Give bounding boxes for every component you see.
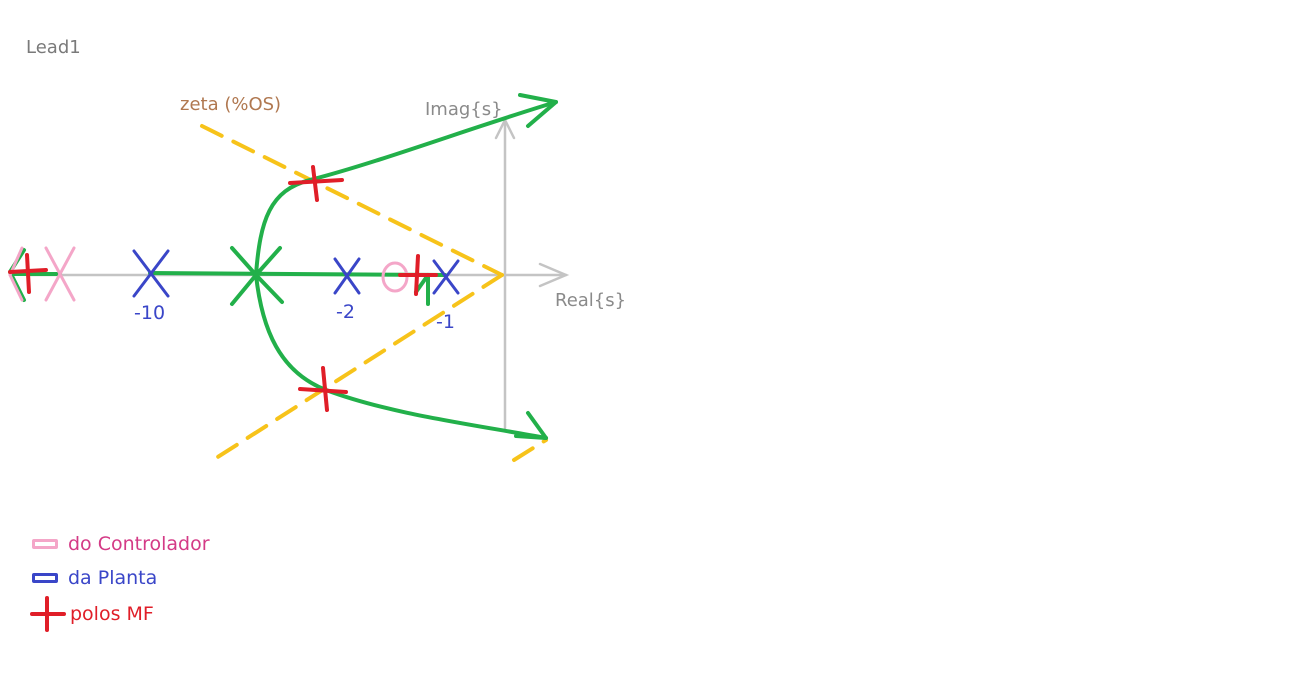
closed-loop-pole-marker xyxy=(288,165,344,202)
root-locus-branches xyxy=(10,100,558,440)
closed-loop-pole-marker xyxy=(298,366,348,412)
controller-pole-marker xyxy=(8,246,76,302)
legend-closed-loop-label: polos MF xyxy=(70,603,154,625)
plant-pole-marker xyxy=(132,249,170,298)
real-axis-label: Real{s} xyxy=(555,290,627,311)
tick-label-neg1: -1 xyxy=(436,311,455,333)
legend-item-closed-loop: polos MF xyxy=(70,603,154,625)
legend-controller-swatch xyxy=(32,539,58,549)
closed-loop-pole-marker xyxy=(8,253,48,294)
tick-label-neg2: -2 xyxy=(336,301,355,323)
legend-item-plant: da Planta xyxy=(32,567,157,589)
locus-arrowheads xyxy=(8,93,558,440)
legend-polos-mf-swatch xyxy=(30,596,66,632)
damping-line xyxy=(200,124,548,464)
plant-pole-marker xyxy=(432,259,460,295)
damping-label: zeta (%OS) xyxy=(180,94,282,115)
closed-loop-pole-marker xyxy=(398,254,438,296)
legend-controller-label: do Controlador xyxy=(68,533,210,555)
diagram-title: Lead1 xyxy=(26,37,81,58)
imag-axis-label: Imag{s} xyxy=(425,99,503,120)
plant-pole-marker xyxy=(333,257,361,295)
legend-plant-label: da Planta xyxy=(68,567,158,589)
tick-label-neg10: -10 xyxy=(134,302,166,324)
legend-item-controller: do Controlador xyxy=(32,533,210,555)
legend-plant-swatch xyxy=(32,573,58,583)
